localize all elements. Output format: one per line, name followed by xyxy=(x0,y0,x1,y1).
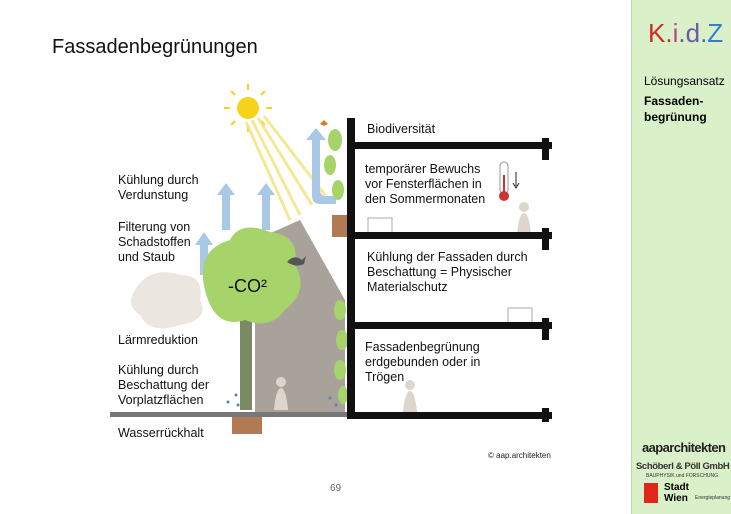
kidz-logo: K.i.d.Z xyxy=(648,18,724,48)
label-kuehlung-verdunstung: Kühlung durch Verdunstung xyxy=(118,173,199,202)
label-kuehlung-fassade: Kühlung der Fassaden durch Beschattung =… xyxy=(367,250,528,294)
climbing-plants xyxy=(324,129,348,404)
building-section xyxy=(347,118,552,422)
tree-crown xyxy=(202,227,301,324)
root-zone xyxy=(232,412,262,434)
person-icon xyxy=(403,380,417,412)
co2-label: -CO² xyxy=(228,276,267,296)
label-biodiversitaet: Biodiversität xyxy=(367,122,436,136)
tree-trunk xyxy=(240,300,252,410)
plant-trough xyxy=(332,215,347,237)
schoeberl-poell-logo: Schöberl & Pöll GmbH xyxy=(636,461,730,472)
butterfly-icon xyxy=(320,120,328,126)
label-kuehlung-vorplatz: Kühlung durch Beschattung der Vorplatzfl… xyxy=(118,363,210,407)
copyright: © aap.architekten xyxy=(488,451,551,460)
person-icon xyxy=(517,202,531,234)
slide-title: Fassadenbegrünungen xyxy=(52,36,258,58)
label-laerm: Lärmreduktion xyxy=(118,333,198,347)
rain-icon xyxy=(226,393,338,407)
evaporation-arrows xyxy=(195,128,336,275)
section-label: Lösungsansatz xyxy=(644,74,725,88)
noise-cloud xyxy=(131,272,203,329)
ground-line xyxy=(110,412,350,417)
schoeberl-poell-subtitle: BAUPHYSIK und FORSCHUNG xyxy=(646,473,718,479)
label-filterung: Filterung von Schadstoffen und Staub xyxy=(118,220,191,264)
page-number: 69 xyxy=(330,483,342,494)
topic-label: Fassaden-begrünung xyxy=(644,94,707,124)
stadt-wien-logo: Stadt Wien xyxy=(664,482,689,504)
stadt-wien-subtitle: Energieplanung xyxy=(695,495,731,501)
bird-icon xyxy=(287,256,306,266)
facade-greening-diagram: -CO² xyxy=(110,84,552,434)
label-wasser: Wasserrückhalt xyxy=(118,426,204,440)
person-icon xyxy=(274,377,288,410)
wien-flag-icon xyxy=(644,483,658,503)
label-temporaer: temporärer Bewuchs vor Fensterflächen in… xyxy=(365,162,486,206)
aap-logo: aaparchitekten xyxy=(642,440,726,455)
sun-icon xyxy=(224,84,327,221)
thermometer-icon xyxy=(499,161,520,201)
tables xyxy=(367,217,533,322)
label-fassadenbegruenung: Fassadenbegrünung erdgebunden oder in Tr… xyxy=(365,340,481,384)
sidebar: K.i.d.Z Lösungsansatz Fassaden-begrünung… xyxy=(631,0,731,514)
